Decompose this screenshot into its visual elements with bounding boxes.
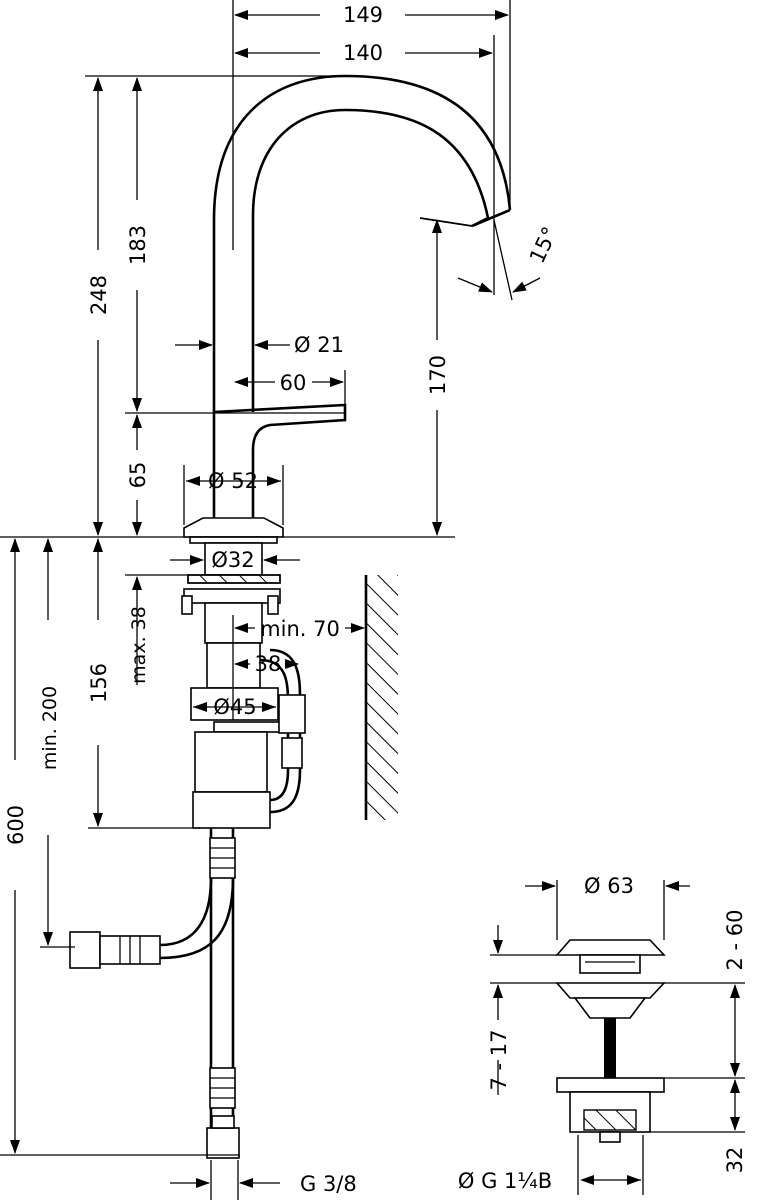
dim-max-38: max. 38 — [128, 606, 150, 684]
dim-248: 248 — [87, 275, 111, 315]
faucet-spout — [212, 74, 512, 412]
faucet-handle — [212, 403, 347, 518]
dim-g-3-8: G 3/8 — [300, 1172, 357, 1196]
dim-60: 60 — [280, 371, 307, 395]
dim-183: 183 — [126, 225, 150, 265]
faucet-base — [183, 517, 284, 544]
dim-156: 156 — [87, 663, 111, 703]
supply-hoses — [69, 828, 240, 1159]
dim-dia-52: Ø 52 — [208, 469, 258, 493]
dim-140: 140 — [343, 41, 383, 65]
drain-dim-32: 32 — [723, 1147, 747, 1174]
dimension-lines — [0, 0, 541, 1200]
dim-600: 600 — [4, 805, 28, 845]
drain-dim-dia-63: Ø 63 — [584, 874, 634, 898]
drain-dim-7-17: 7 - 17 — [487, 1029, 511, 1090]
dim-38: 38 — [255, 652, 282, 676]
mounting-assembly — [181, 542, 306, 829]
dim-min-200: min. 200 — [39, 686, 61, 770]
dim-dia-32: Ø32 — [211, 548, 254, 572]
dim-149: 149 — [343, 3, 383, 27]
dim-dia-45: Ø45 — [213, 695, 256, 719]
drain-dim-thread: Ø G 1¼B — [458, 1169, 552, 1193]
wall-section — [364, 575, 398, 820]
dim-15-deg: 15° — [525, 223, 562, 267]
dim-min-70: min. 70 — [260, 617, 340, 641]
drain-detail — [490, 880, 745, 1195]
dim-65: 65 — [126, 462, 150, 489]
dim-170: 170 — [426, 355, 450, 395]
drain-dim-2-60: 2 - 60 — [723, 909, 747, 970]
dim-dia-21: Ø 21 — [294, 333, 344, 357]
